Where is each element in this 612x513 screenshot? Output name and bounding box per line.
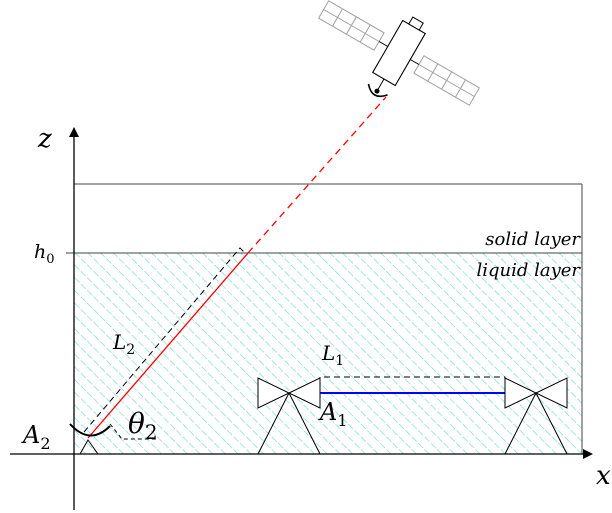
L2-label: L2	[112, 330, 135, 358]
satellite-right-panel	[413, 55, 481, 106]
liquid-layer-label: liquid layer	[476, 260, 581, 281]
L2-dashed-projection	[83, 247, 245, 433]
refracted-ray-solid	[87, 252, 249, 439]
A2-label: A2	[21, 421, 51, 453]
ray-dashed-above	[247, 96, 387, 254]
A1-label: A1	[318, 398, 348, 430]
antenna-icon-right	[504, 377, 568, 455]
satellite-left-panel	[317, 0, 385, 51]
z-axis-label: z	[37, 124, 52, 154]
theta2-label: θ2	[128, 407, 158, 444]
satellite-icon	[317, 0, 481, 106]
dish-icon	[69, 423, 111, 455]
liquid-layer-region	[74, 253, 582, 454]
antenna-icon	[257, 377, 321, 455]
h0-label: h0	[34, 241, 55, 267]
x-axis-label: x	[596, 461, 611, 491]
solid-layer-label: solid layer	[485, 229, 581, 250]
L1-label: L1	[321, 341, 344, 369]
